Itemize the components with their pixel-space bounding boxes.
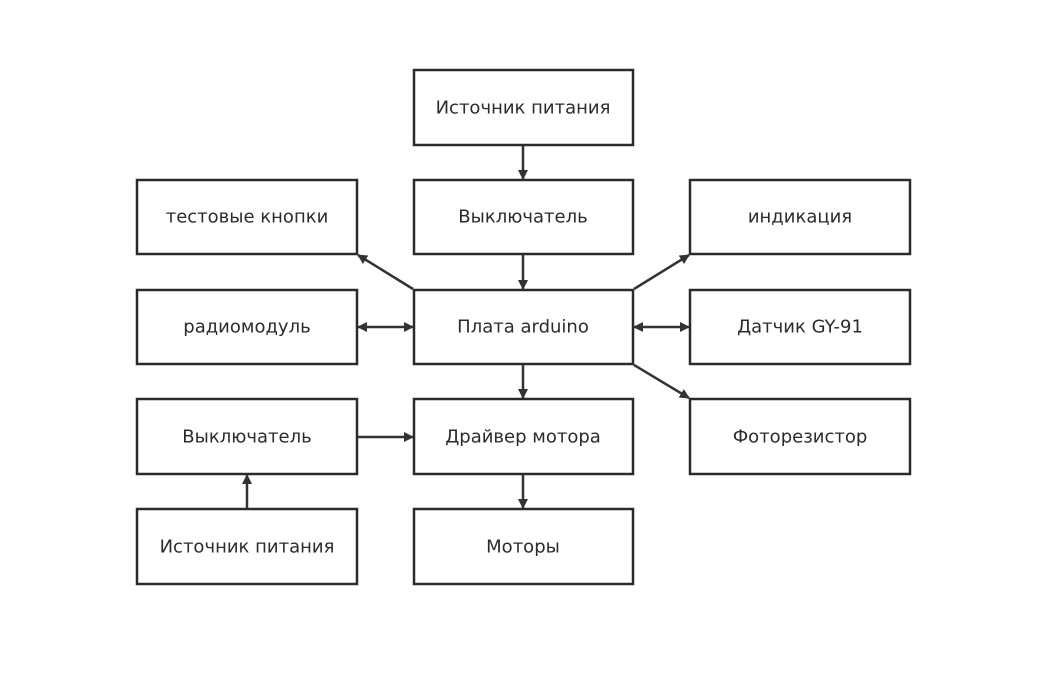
svg-text:Датчик GY-91: Датчик GY-91 — [737, 317, 863, 338]
svg-text:Плата arduino: Плата arduino — [457, 317, 589, 338]
svg-text:радиомодуль: радиомодуль — [183, 317, 310, 338]
svg-text:Моторы: Моторы — [486, 537, 560, 558]
svg-text:Драйвер мотора: Драйвер мотора — [445, 427, 601, 448]
node-switch-top: Выключатель — [412, 178, 635, 256]
svg-text:Источник питания: Источник питания — [160, 537, 335, 558]
arrow-arduino-to-test-buttons — [357, 253, 414, 291]
node-switch-left: Выключатель — [135, 397, 359, 476]
svg-text:Источник питания: Источник питания — [436, 98, 611, 119]
svg-text:тестовые кнопки: тестовые кнопки — [166, 207, 329, 228]
arrow-arduino-to-indication — [633, 253, 690, 291]
node-test-buttons: тестовые кнопки — [135, 178, 359, 256]
node-radio: радиомодуль — [135, 288, 359, 366]
arrow-arduino-to-photoresistor — [633, 363, 690, 400]
node-arduino: Плата arduino — [412, 288, 635, 366]
node-power-left: Источник питания — [135, 507, 359, 586]
node-power-top: Источник питания — [412, 68, 635, 147]
node-photoresistor: Фоторезистор — [688, 397, 912, 476]
svg-text:индикация: индикация — [748, 207, 852, 228]
node-sensor: Датчик GY-91 — [688, 288, 912, 366]
node-motors: Моторы — [412, 507, 635, 586]
node-motor-driver: Драйвер мотора — [412, 397, 635, 476]
svg-text:Выключатель: Выключатель — [182, 427, 311, 448]
svg-text:Фоторезистор: Фоторезистор — [733, 427, 868, 448]
svg-text:Выключатель: Выключатель — [458, 207, 587, 228]
node-indication: индикация — [688, 178, 912, 256]
